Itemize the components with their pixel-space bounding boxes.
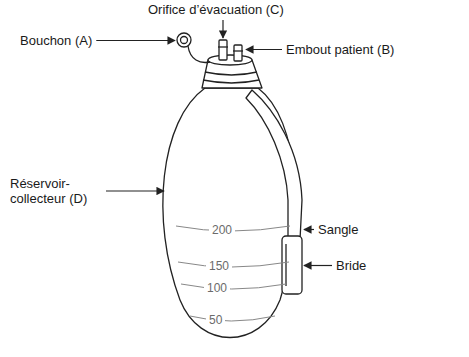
leader-line xyxy=(304,229,314,230)
graduation-number: 150 xyxy=(206,260,232,273)
neck-ridge xyxy=(205,72,257,75)
neck-top xyxy=(208,55,252,65)
graduation-line xyxy=(181,284,286,289)
leader-line xyxy=(222,20,223,38)
part-label: Sangle xyxy=(318,222,358,237)
part-label: Bouchon (A) xyxy=(20,33,92,48)
clamp xyxy=(282,236,302,294)
graduation-number: 100 xyxy=(204,282,230,295)
neck-ridge xyxy=(203,80,259,83)
patient-port xyxy=(234,45,242,61)
part-label: Embout patient (B) xyxy=(286,42,394,57)
leader-line xyxy=(304,265,332,266)
leader-line xyxy=(96,40,175,41)
graduation-number: 50 xyxy=(206,314,225,327)
part-label: Orifice d’évacuation (C) xyxy=(148,2,284,17)
cap-tether xyxy=(188,46,210,62)
graduation-number: 200 xyxy=(209,224,235,237)
leader-line xyxy=(246,49,282,50)
cap-inner xyxy=(181,37,188,44)
port-ring xyxy=(218,46,228,47)
drain-port xyxy=(219,40,227,60)
port-ring xyxy=(233,50,243,51)
part-label: Bride xyxy=(336,258,366,273)
strap xyxy=(246,90,302,240)
leader-line xyxy=(106,190,164,191)
graduation-line xyxy=(190,316,275,321)
cap xyxy=(177,33,191,47)
clamp-line xyxy=(285,244,286,286)
part-label: Réservoir-collecteur (D) xyxy=(10,176,102,206)
graduation-line xyxy=(178,262,289,267)
